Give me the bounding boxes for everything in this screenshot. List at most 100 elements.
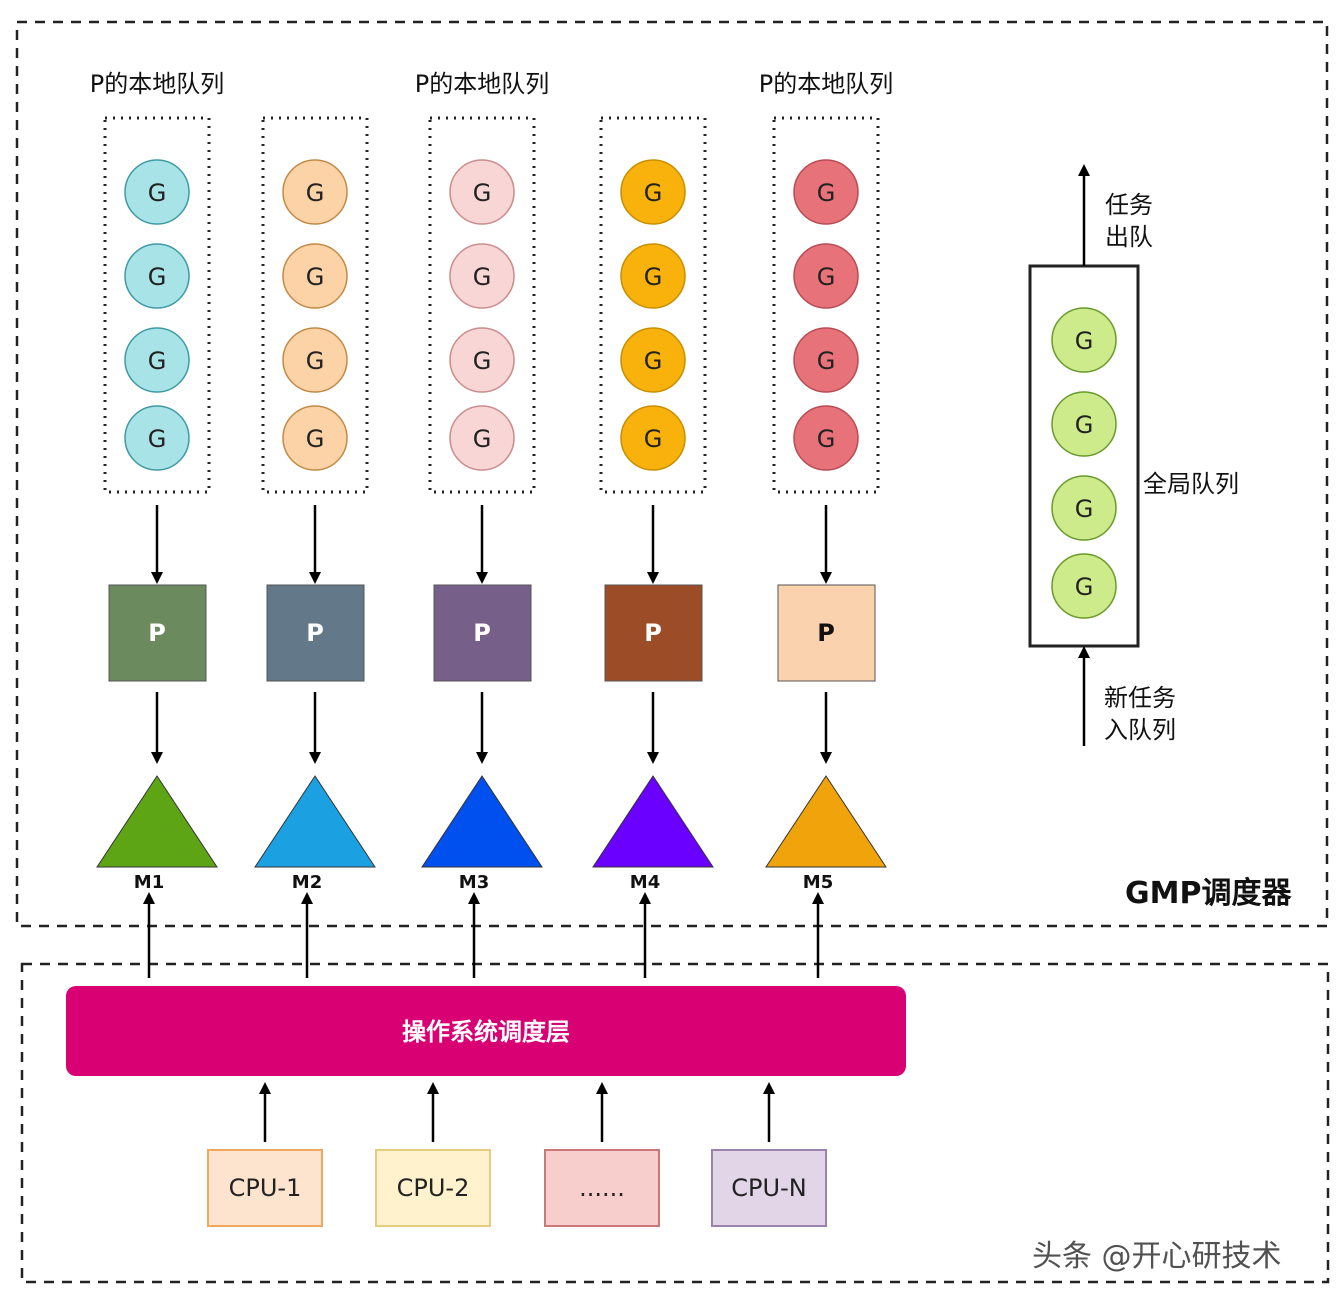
machine-thread-m [254,775,376,868]
goroutine-label: G [644,425,663,453]
enqueue-label-line2: 入队列 [1104,716,1176,744]
processor-label: P [306,619,324,647]
column-5: P的本地队列 G G G G P M5 [759,70,893,893]
goroutine [793,159,859,225]
goroutine [282,327,348,393]
goroutine-label: G [1075,573,1094,601]
processor-p [108,584,207,682]
processor-label: P [148,619,166,647]
goroutine-label: G [644,347,663,375]
global-goroutine [1051,553,1117,619]
cpu-1: CPU-1 [207,1082,323,1227]
cpu-label: CPU-1 [229,1174,302,1202]
goroutine-label: G [817,425,836,453]
goroutine-label: G [306,425,325,453]
machine-thread-m [765,775,887,868]
local-queue-label: P的本地队列 [759,70,893,98]
machine-label: M5 [803,872,833,893]
column-3: P的本地队列 G G G G P M3 [415,70,549,893]
local-queues-columns: P的本地队列 G G G G P M1 G G G G P M2 P的本地队列 G G G G P M3 G G G G P M4… [90,70,893,893]
goroutine [282,405,348,471]
goroutine-label: G [644,179,663,207]
processor-p [266,584,365,682]
cpu-4: CPU-N [711,1082,827,1227]
dequeue-label-line1: 任务 [1105,191,1153,219]
cpu-list: CPU-1 CPU-2...... CPU-N [207,1082,827,1227]
os-to-m-arrows [143,892,824,978]
cpu-label: CPU-2 [397,1174,470,1202]
watermark: 头条 @开心研技术 [1032,1239,1282,1274]
goroutine [449,327,515,393]
goroutine [793,243,859,309]
gmp-scheduler-label: GMP调度器 [1125,876,1292,911]
processor-label: P [817,619,835,647]
goroutine-label: G [1075,327,1094,355]
goroutine-label: G [306,263,325,291]
gmp-scheduler-frame [15,20,1329,928]
goroutine-label: G [306,179,325,207]
goroutine-label: G [473,347,492,375]
cpu-2: CPU-2 [375,1082,491,1227]
column-2: G G G G P M2 [254,116,376,893]
goroutine-label: G [473,179,492,207]
goroutine-label: G [817,347,836,375]
goroutine-label: G [148,347,167,375]
goroutine [449,159,515,225]
processor-p [433,584,532,682]
enqueue-label-line1: 新任务 [1104,684,1176,712]
goroutine-label: G [473,425,492,453]
goroutine-label: G [473,263,492,291]
global-goroutine [1051,475,1117,541]
local-queue-box [103,116,211,494]
processor-label: P [644,619,662,647]
machine-label: M3 [459,872,489,893]
goroutine [124,243,190,309]
goroutine [620,327,686,393]
cpu-3: ...... [544,1082,660,1227]
machine-label: M4 [630,872,660,893]
goroutine [282,243,348,309]
goroutine [620,243,686,309]
os-layer-label: 操作系统调度层 [402,1018,570,1046]
local-queue-label: P的本地队列 [415,70,549,98]
goroutine-label: G [1075,411,1094,439]
goroutine [793,327,859,393]
machine-thread-m [96,775,218,868]
local-queue-box [599,116,707,494]
cpu-label: ...... [579,1174,625,1202]
machine-label: M1 [134,872,164,893]
local-queue-box [772,116,880,494]
global-goroutine [1051,391,1117,457]
processor-label: P [473,619,491,647]
goroutine-label: G [1075,495,1094,523]
cpu-box [711,1149,827,1227]
goroutine-label: G [644,263,663,291]
local-queue-box [428,116,536,494]
machine-label: M2 [292,872,322,893]
global-queue-label: 全局队列 [1143,470,1239,498]
dequeue-label-line2: 出队 [1105,223,1153,251]
goroutine-label: G [148,179,167,207]
goroutine [449,405,515,471]
global-goroutine [1051,307,1117,373]
goroutine-label: G [817,263,836,291]
goroutine [620,159,686,225]
goroutine [793,405,859,471]
goroutine [124,405,190,471]
cpu-box [375,1149,491,1227]
goroutine-label: G [148,263,167,291]
goroutine-label: G [306,347,325,375]
machine-thread-m [592,775,714,868]
goroutine [620,405,686,471]
goroutine [124,327,190,393]
local-queue-label: P的本地队列 [90,70,224,98]
cpu-box [544,1149,660,1227]
goroutine-label: G [817,179,836,207]
cpu-label: CPU-N [731,1174,806,1202]
processor-p [777,584,876,682]
cpu-box [207,1149,323,1227]
column-4: G G G G P M4 [592,116,714,893]
os-layer-bar [66,986,906,1076]
